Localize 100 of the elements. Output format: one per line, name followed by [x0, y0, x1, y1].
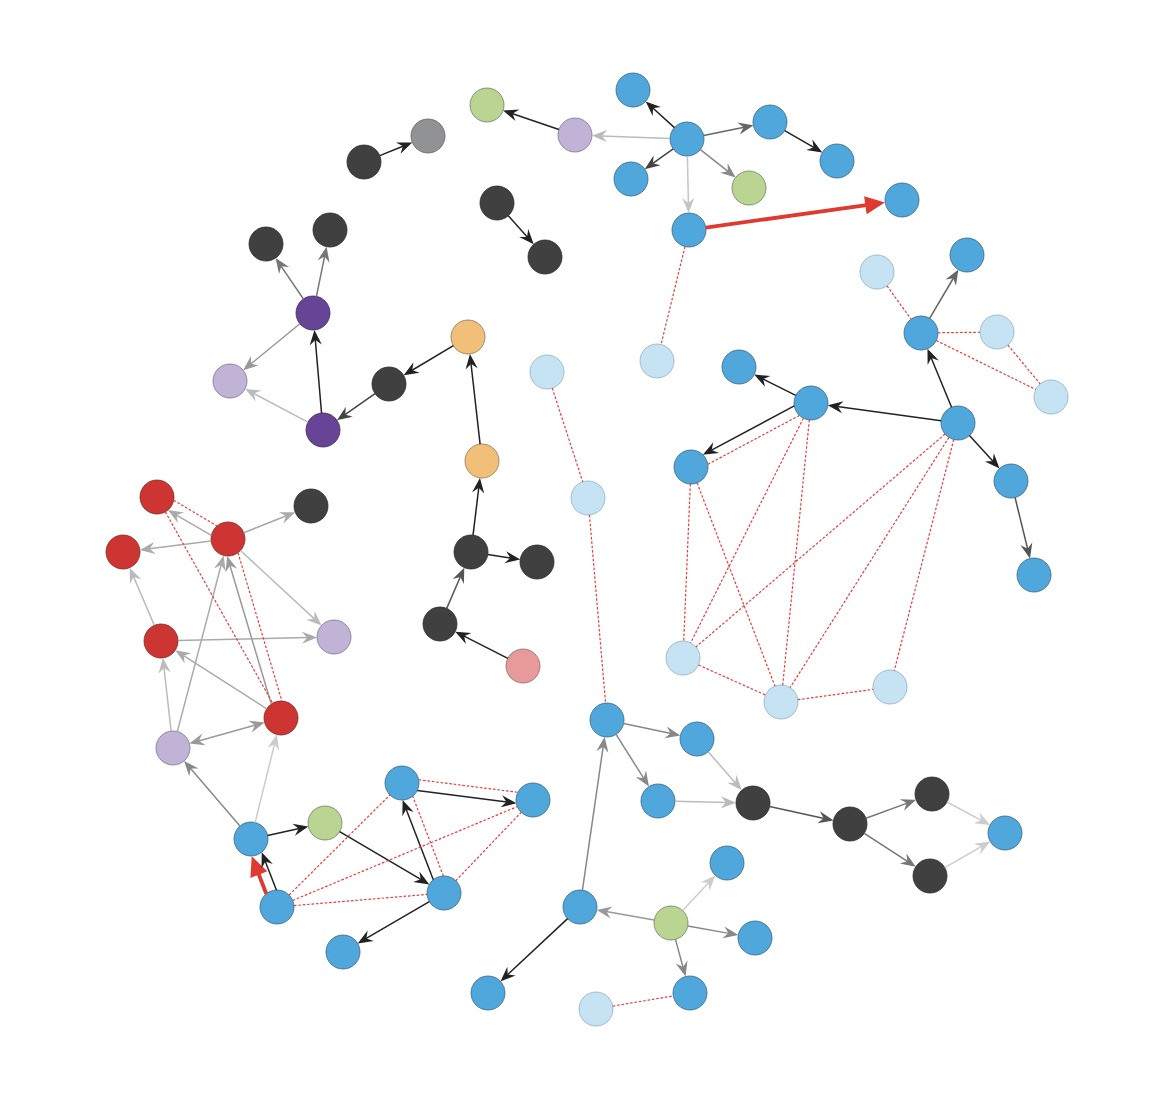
dashed-link: [697, 664, 767, 696]
network-node: [872, 669, 908, 705]
dashed-link: [707, 414, 800, 465]
network-node: [346, 144, 382, 180]
network-node: [639, 343, 675, 379]
dashed-link: [789, 436, 950, 689]
network-node: [763, 684, 799, 720]
network-node: [735, 785, 771, 821]
dashed-link: [292, 805, 518, 902]
network-node: [671, 212, 707, 248]
network-node: [422, 606, 458, 642]
dashed-link: [588, 514, 607, 704]
network-node: [210, 521, 246, 557]
network-node: [940, 405, 976, 441]
network-node: [1016, 557, 1052, 593]
network-node: [469, 87, 505, 123]
network-node: [139, 479, 175, 515]
network-node: [557, 117, 593, 153]
network-node: [426, 875, 462, 911]
network-node: [295, 295, 331, 331]
network-node: [640, 783, 676, 819]
network-node: [464, 443, 500, 479]
dashed-link: [612, 995, 674, 1007]
network-node: [305, 412, 341, 448]
network-node: [479, 185, 515, 221]
network-node: [293, 488, 329, 524]
network-node: [1033, 379, 1069, 415]
dashed-link: [164, 511, 274, 704]
dashed-link: [660, 245, 686, 346]
network-node: [453, 534, 489, 570]
network-node: [519, 544, 555, 580]
dashed-link: [293, 893, 428, 907]
network-node: [233, 821, 269, 857]
dashed-link: [418, 779, 519, 793]
network-node: [859, 254, 895, 290]
network-node: [515, 782, 551, 818]
dashed-link: [237, 552, 283, 702]
network-node: [673, 449, 709, 485]
network-node: [450, 319, 486, 355]
dashed-link: [173, 499, 218, 527]
network-node: [248, 226, 284, 262]
network-node: [470, 975, 506, 1011]
dashed-link: [782, 419, 810, 686]
network-node: [307, 805, 343, 841]
network-node: [832, 806, 868, 842]
network-node: [615, 72, 651, 108]
dashed-link: [935, 339, 1037, 391]
dashed-link: [455, 811, 522, 882]
network-node: [979, 314, 1015, 350]
network-node: [737, 920, 773, 956]
dashed-link: [695, 433, 946, 648]
network-node: [793, 385, 829, 421]
network-node: [752, 104, 788, 140]
network-node: [679, 721, 715, 757]
network-node: [912, 858, 948, 894]
dashed-link: [1007, 344, 1041, 385]
dashed-link: [551, 387, 584, 483]
dashed-link: [797, 688, 874, 701]
dashed-link: [288, 794, 391, 896]
network-node: [949, 237, 985, 273]
network-node: [613, 161, 649, 197]
dashed-link: [886, 285, 912, 320]
network-node: [143, 623, 179, 659]
network-node: [316, 619, 352, 655]
dashed-link: [412, 795, 444, 877]
network-node: [263, 700, 299, 736]
network-node: [505, 648, 541, 684]
network-node: [987, 815, 1023, 851]
network-node: [410, 118, 446, 154]
network-node: [578, 991, 614, 1027]
network-node: [570, 480, 606, 516]
network-node: [903, 315, 939, 351]
network-node: [721, 349, 757, 385]
dashed-link: [690, 417, 804, 644]
network-node: [709, 845, 745, 881]
network-node: [384, 765, 420, 801]
network-node: [312, 212, 348, 248]
network-node: [155, 730, 191, 766]
network-node: [259, 889, 295, 925]
network-node: [105, 534, 141, 570]
network-node: [212, 363, 248, 399]
network-node: [731, 170, 767, 206]
network-node: [819, 143, 855, 179]
network-node: [672, 975, 708, 1011]
network-node: [884, 182, 920, 218]
dashed-link: [696, 482, 776, 687]
arrow: [275, 258, 305, 300]
network-node: [993, 463, 1029, 499]
network-node: [562, 889, 598, 925]
dashed-link: [893, 438, 955, 672]
network-node: [589, 702, 625, 738]
dashed-link: [683, 483, 691, 642]
network-node: [653, 905, 689, 941]
network-node: [371, 366, 407, 402]
network-node: [665, 640, 701, 676]
network-node: [527, 239, 563, 275]
network-node: [914, 776, 950, 812]
dashed-link: [937, 331, 981, 334]
network-node: [529, 354, 565, 390]
network-node: [669, 121, 705, 157]
